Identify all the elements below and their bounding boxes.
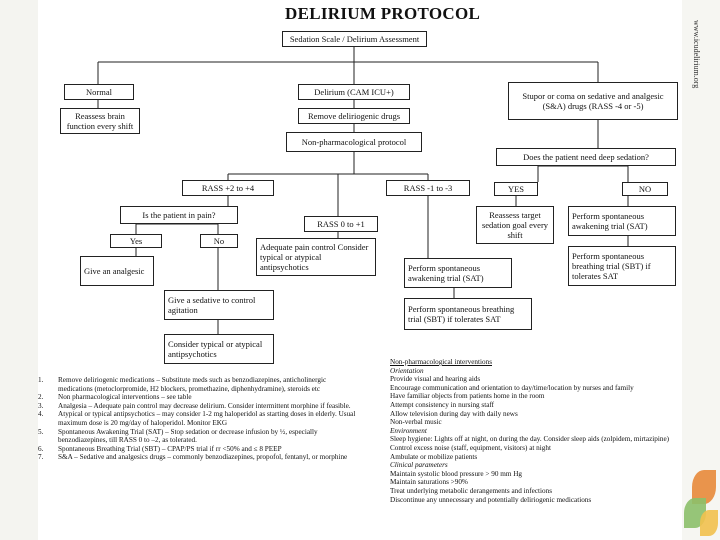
rass-mid-box: RASS 0 to +1 [304,216,378,232]
footnotes-list: 1.Remove deliriogenic medications – Subs… [38,376,358,462]
orientation-item: Encourage communication and orientation … [390,383,634,392]
slide-right-margin [682,0,720,540]
deep-sedation-no-box: NO [622,182,668,196]
footnote-item: 4.Atypical or typical antipsychotics – m… [38,410,356,427]
give-analgesic-box: Give an analgesic [80,256,154,286]
clinical-item: Maintain systolic blood pressure > 90 mm… [390,469,523,478]
remove-deliriogenic-box: Remove deliriogenic drugs [298,108,410,124]
clinical-item: Treat underlying metabolic derangements … [390,486,553,495]
interventions-heading: Non-pharmacological interventions [390,358,492,366]
footnote-item: 3.Analgesia – Adequate pain control may … [38,401,351,410]
reassess-target-box: Reassess target sedation goal every shif… [476,206,554,244]
footnote-item: 2.Non pharmacological interventions – se… [38,393,192,402]
reassess-brain-box: Reassess brain function every shift [60,108,140,134]
footnote-item: 1.Remove deliriogenic medications – Subs… [38,376,327,393]
give-sedative-box: Give a sedative to control agitation [164,290,274,320]
pain-no-box: No [200,234,238,248]
interventions-panel: Non-pharmacological interventions Orient… [390,358,680,504]
flow-connectors [97,47,629,334]
sedation-assessment-box: Sedation Scale / Delirium Assessment [282,31,427,47]
non-pharm-protocol-box: Non-pharmacological protocol [286,132,422,152]
clinical-heading: Clinical parameters [390,461,448,470]
page-title: DELIRIUM PROTOCOL [285,4,481,23]
orientation-item: Non-verbal music [390,418,442,427]
sat-mid-box: Perform spontaneous awakening trial (SAT… [404,258,512,288]
deep-sedation-question-box: Does the patient need deep sedation? [496,148,676,166]
rass-high-box: RASS +2 to +4 [182,180,274,196]
pain-yes-box: Yes [110,234,162,248]
slide-left-margin [0,0,38,540]
environment-item: Sleep hygiene: Lights off at night, on d… [390,435,670,444]
protocol-page: DELIRIUM PROTOCOL www.icudelirium.org [38,0,701,540]
sbt-right-box: Perform spontaneous breathing trial (SBT… [568,246,676,286]
watermark-url: www.icudelirium.org [692,20,701,89]
environment-item: Ambulate or mobilize patients [390,452,478,461]
adequate-pain-control-box: Adequate pain control Consider typical o… [256,238,376,276]
environment-heading: Environment [390,426,427,435]
footnote-item: 5.Spontaneous Awakening Trial (SAT) – St… [38,427,318,445]
deep-sedation-yes-box: YES [494,182,538,196]
orientation-heading: Orientation [390,366,424,375]
sbt-mid-box: Perform spontaneous breathing trial (SBT… [404,298,532,330]
sat-right-box: Perform spontaneous awakening trial (SAT… [568,206,676,236]
stupor-coma-box: Stupor or coma on sedative and analgesic… [508,82,678,120]
clinical-item: Maintain saturations >90% [390,478,468,487]
orientation-item: Provide visual and hearing aids [390,375,481,384]
orientation-item: Allow television during day with daily n… [390,409,518,418]
orientation-item: Have familiar objects from patients home… [390,392,545,401]
clinical-item: Discontinue any unnecessary and potentia… [390,495,592,504]
normal-box: Normal [64,84,134,100]
orientation-item: Attempt consistency in nursing staff [390,400,495,409]
rass-low-box: RASS -1 to -3 [386,180,470,196]
pain-question-box: Is the patient in pain? [120,206,238,224]
consider-antipsychotics-box: Consider typical or atypical antipsychot… [164,334,274,364]
environment-item: Control excess noise (staff, equipment, … [390,443,551,452]
footnote-item: 7.S&A – Sedative and analgesics drugs – … [38,453,348,462]
delirium-box: Delirium (CAM ICU+) [298,84,410,100]
footnote-item: 6.Spontaneous Breathing Trial (SBT) – CP… [38,444,282,453]
leaf-decoration-yellow [700,510,718,536]
